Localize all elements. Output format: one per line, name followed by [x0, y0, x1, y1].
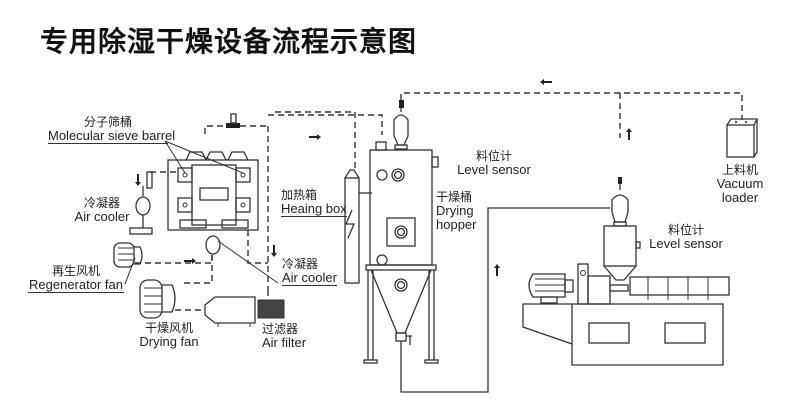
label-air-cooler-mid-cn: 冷凝器: [282, 257, 319, 271]
label-regenerator-fan-cn: 再生风机: [51, 264, 100, 278]
label-air-filter: 过滤器 Air filter: [262, 322, 306, 350]
sieve-right-line: [247, 230, 268, 264]
label-level-sensor-extruder: 料位计 Level sensor: [646, 223, 726, 251]
label-air-cooler-mid-en: Air cooler: [282, 270, 337, 286]
diagram-title: 专用除湿干燥设备流程示意图: [40, 25, 418, 58]
label-drying-hopper-en1: Drying: [436, 203, 474, 218]
label-air-cooler-mid: 冷凝器 Air cooler: [282, 257, 337, 286]
leader-regenerator-fan: [124, 257, 136, 285]
label-air-cooler-left-en: Air cooler: [74, 209, 130, 224]
flow-arrow-right-regen: [184, 258, 196, 264]
label-vacuum-loader-en2: loader: [721, 190, 759, 205]
label-drying-hopper: 干燥桶 Drying hopper: [436, 190, 476, 232]
air-cooler-left: [129, 171, 153, 235]
label-vacuum-loader-en1: Vacuum: [716, 176, 764, 191]
label-air-filter-cn: 过滤器: [262, 322, 299, 336]
flow-arrow-right-heater: [309, 134, 321, 140]
flow-arrow-up-right: [626, 128, 632, 140]
label-drying-fan: 干燥风机 Drying fan: [134, 321, 204, 349]
cooler-to-fan: [180, 255, 213, 284]
drying-hopper: [363, 141, 439, 364]
regenerator-fan: [113, 242, 143, 268]
heating-box: [344, 169, 372, 284]
label-heating-box: 加热箱 Heaing box: [281, 188, 347, 217]
flow-arrow-up-material: [494, 264, 500, 276]
label-molecular-sieve: 分子筛桶 Molecular sieve barrel: [48, 115, 176, 144]
label-level-sensor-extruder-cn: 料位计: [667, 223, 704, 237]
label-level-sensor-top-en: Level sensor: [457, 162, 531, 177]
label-air-cooler-left: 冷凝器 Air cooler: [74, 196, 130, 224]
label-molecular-sieve-cn: 分子筛桶: [83, 115, 132, 129]
label-molecular-sieve-en: Molecular sieve barrel: [48, 128, 176, 144]
molecular-sieve-barrel: [164, 140, 259, 231]
label-air-cooler-left-cn: 冷凝器: [83, 196, 120, 210]
heater-feed-line: [275, 111, 356, 170]
label-air-filter-en: Air filter: [262, 335, 307, 350]
label-regenerator-fan: 再生风机 Regenerator fan: [28, 264, 124, 293]
label-vacuum-loader-cn: 上料机: [721, 163, 758, 177]
regen-fan-line: [135, 255, 213, 264]
label-level-sensor-top-cn: 料位计: [475, 149, 512, 163]
flow-arrow-right-top: [540, 79, 552, 85]
conveying-line-top: [400, 92, 743, 120]
drying-fan: [139, 279, 176, 319]
label-drying-hopper-cn: 干燥桶: [436, 190, 473, 204]
label-level-sensor-extruder-en: Level sensor: [649, 236, 723, 251]
vacuum-loader: [726, 118, 759, 158]
label-drying-fan-en: Drying fan: [139, 334, 199, 349]
leader-air-cooler: [217, 240, 279, 284]
label-drying-hopper-en2: hopper: [436, 217, 477, 232]
flow-arrow-down-left: [135, 174, 141, 186]
label-heating-box-cn: 加热箱: [281, 188, 318, 202]
top-valve-icon: [226, 113, 240, 128]
label-heating-box-en: Heaing box: [281, 201, 347, 217]
label-vacuum-loader: 上料机 Vacuum loader: [712, 163, 768, 205]
dry-air-line-top: [204, 125, 230, 134]
air-filter: [204, 296, 285, 327]
hopper-loader: [393, 100, 409, 150]
label-level-sensor-top: 料位计 Level sensor: [454, 149, 534, 177]
flow-arrow-down-mid: [271, 245, 277, 257]
air-cooler-mid: [205, 235, 221, 255]
return-air-line: [268, 114, 383, 135]
extruder: [522, 177, 730, 366]
label-regenerator-fan-en: Regenerator fan: [28, 277, 124, 293]
label-drying-fan-cn: 干燥风机: [144, 321, 193, 335]
material-line: [400, 207, 610, 393]
